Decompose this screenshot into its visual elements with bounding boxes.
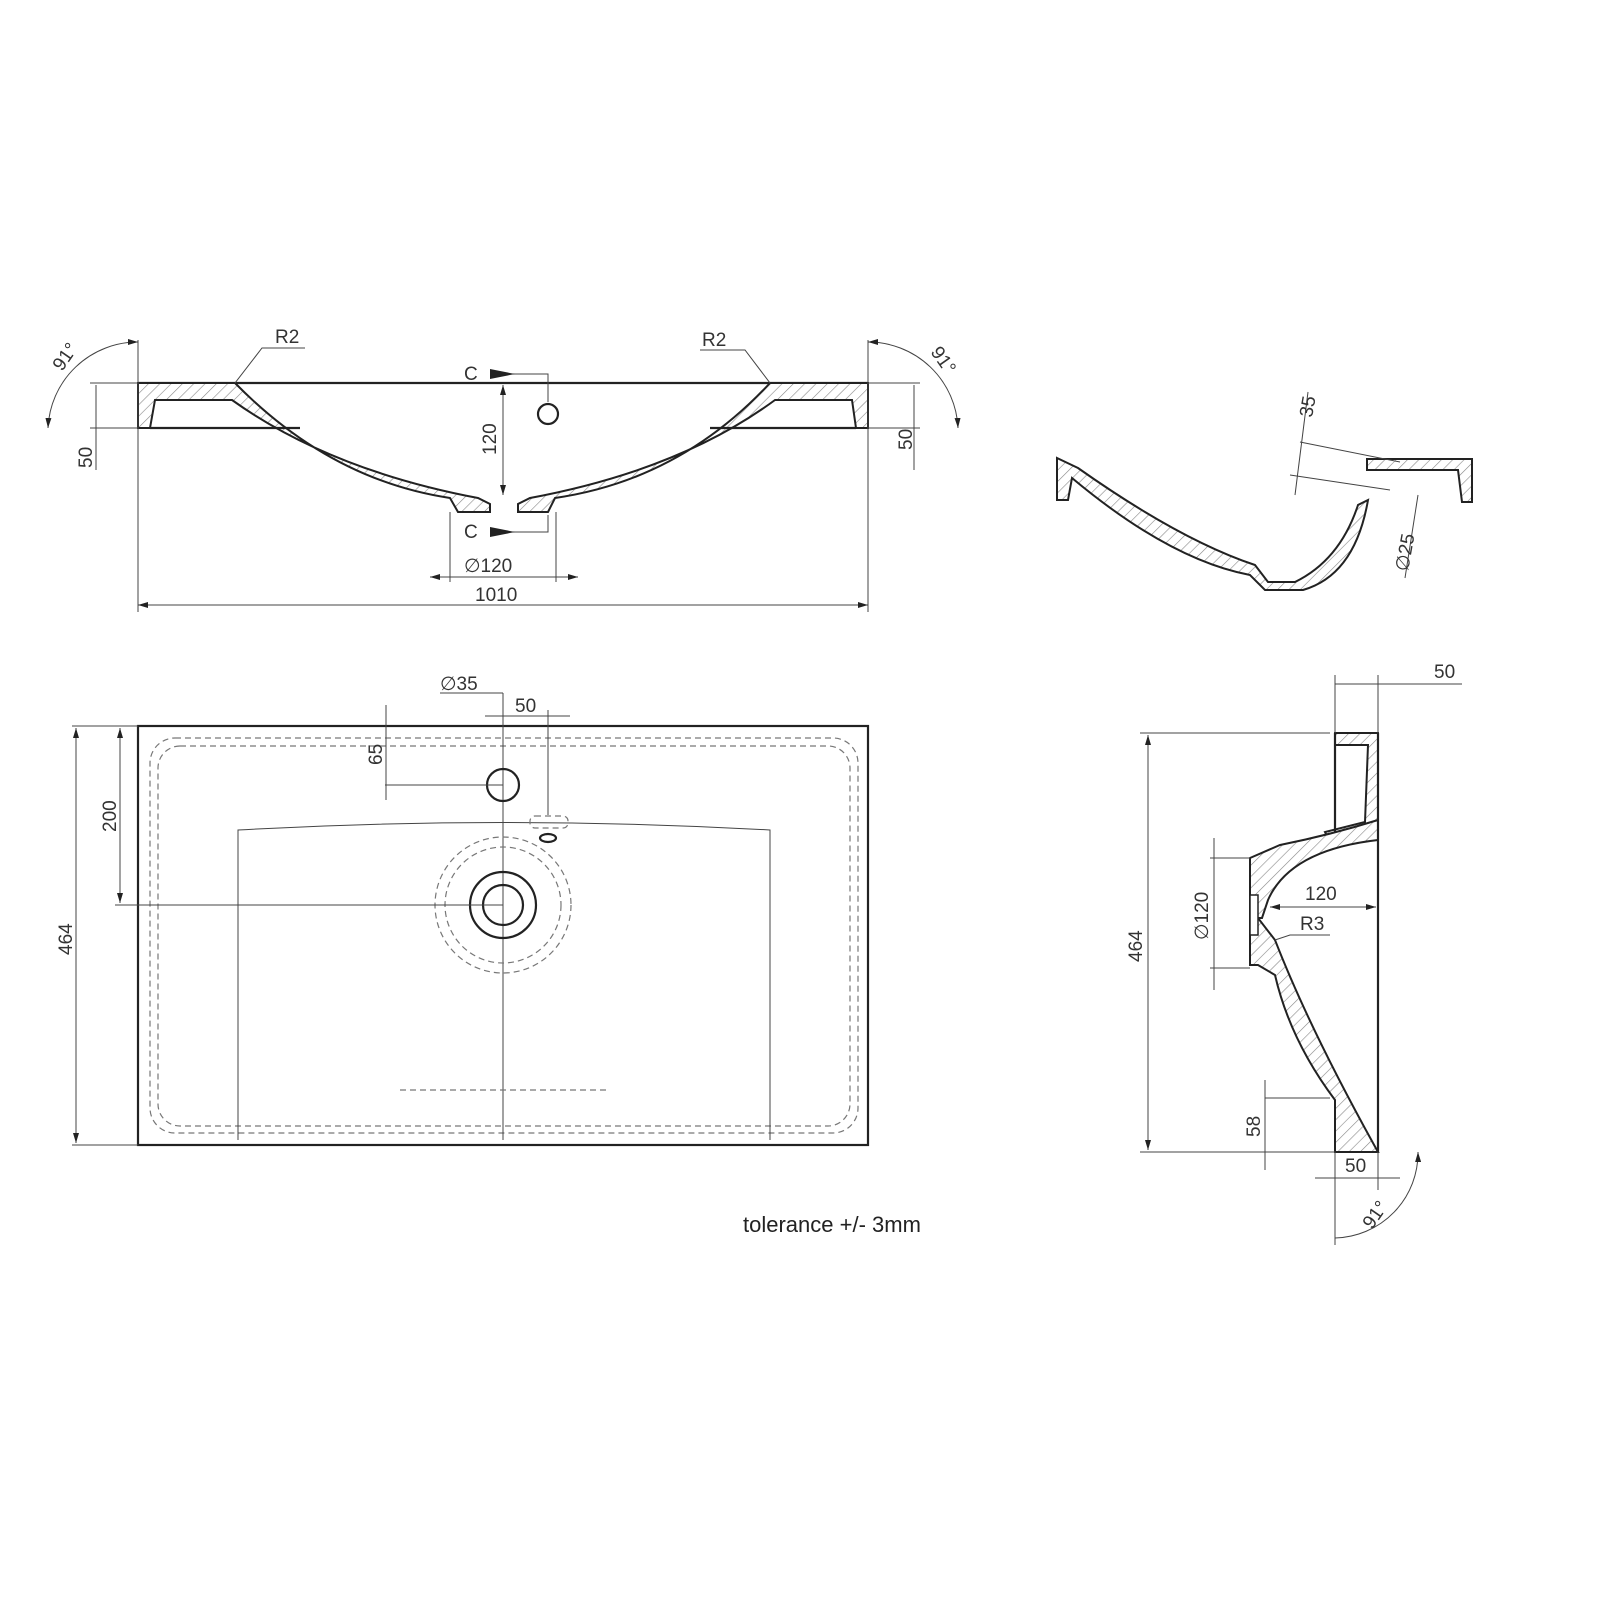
overall-depth-label: 464 [56,923,77,955]
drain-from-back-label: 200 [100,800,121,832]
side-drain-diameter-label: ∅120 [1192,892,1213,940]
section-mark-bottom: C [464,522,478,543]
right-rim-section [517,382,869,513]
tap-offset-label: 50 [515,696,536,717]
overall-width-label: 1010 [475,585,517,606]
rim-height-left-label: 50 [76,447,97,468]
section-c-view: 35 ∅25 [1056,391,1473,591]
drain-diameter-label: ∅120 [464,556,512,577]
front-width-label: 50 [1345,1156,1366,1177]
front-section-view: 91° 91° R2 R2 C C 120 50 50 ∅120 1010 [45,327,961,612]
left-rim-section [137,382,491,513]
rim-height-right-label: 50 [896,429,917,450]
radius-left-label: R2 [275,327,299,348]
angle-left-label: 91° [49,339,83,375]
section-mark-top: C [464,364,478,385]
tap-from-back-label: 65 [366,744,387,765]
radius-right-label: R2 [702,330,726,351]
drain-depth-label: 120 [1305,884,1337,905]
side-section-view: 50 464 ∅120 120 R3 58 50 91° [1126,662,1462,1245]
overflow-diameter-label: ∅25 [1392,532,1419,573]
tap-hole-diameter-label: ∅35 [440,674,478,695]
side-overall-depth-label: 464 [1126,930,1147,962]
radius-r3-label: R3 [1300,914,1324,935]
side-angle-label: 91° [1359,1197,1393,1233]
top-width-label: 50 [1434,662,1455,683]
depth-label: 120 [480,423,501,455]
plan-view: ∅35 50 65 200 464 [56,674,870,1147]
tolerance-note: tolerance +/- 3mm [743,1212,921,1237]
front-height-label: 58 [1244,1116,1265,1137]
angle-right-label: 91° [926,343,960,379]
rim-label: 35 [1296,394,1320,418]
